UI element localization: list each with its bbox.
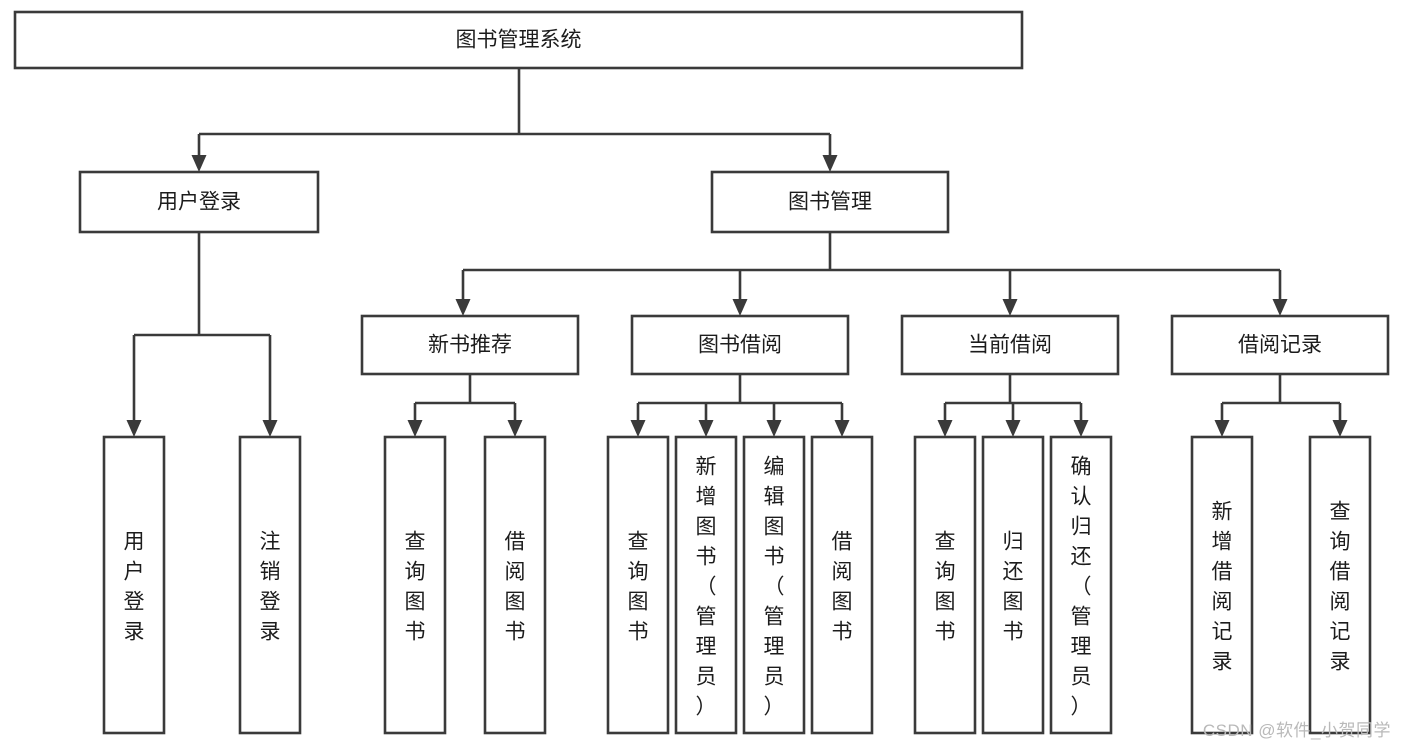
node-leaf-return-book[interactable]: 归还图书 (981, 435, 1045, 735)
node-label-leaf-query-borrow-record: 查询借阅记录 (1330, 500, 1351, 673)
node-box-borrow-record[interactable] (1170, 314, 1390, 376)
node-box-leaf-confirm-return-admin[interactable] (1049, 435, 1113, 735)
node-current-borrow[interactable]: 当前借阅 (900, 314, 1120, 376)
node-leaf-edit-book-admin[interactable]: 编辑图书（管理员） (742, 435, 806, 735)
node-leaf-query-borrow-record[interactable]: 查询借阅记录 (1308, 435, 1372, 735)
arrow-down-icon (1214, 420, 1230, 437)
node-label-leaf-query-book-borrow: 查询图书 (628, 530, 649, 643)
node-leaf-query-book-borrow[interactable]: 查询图书 (606, 435, 670, 735)
node-label-book-borrow: 图书借阅 (698, 334, 782, 357)
arrow-down-icon (1005, 420, 1021, 437)
arrow-down-icon (937, 420, 953, 437)
node-user-login[interactable]: 用户登录 (78, 170, 320, 234)
node-box-leaf-edit-book-admin[interactable] (742, 435, 806, 735)
node-label-leaf-borrow-book-recommend: 借阅图书 (505, 530, 526, 643)
node-leaf-query-book-current[interactable]: 查询图书 (913, 435, 977, 735)
node-leaf-add-borrow-record[interactable]: 新增借阅记录 (1190, 435, 1254, 735)
connector-group-userlogin_to_leaves (126, 232, 278, 437)
node-book-manage[interactable]: 图书管理 (710, 170, 950, 234)
node-box-leaf-query-borrow-record[interactable] (1308, 435, 1372, 735)
arrow-down-icon (1073, 420, 1089, 437)
arrow-down-icon (1002, 299, 1018, 316)
connector-group-borrow_to_leaves (630, 374, 850, 437)
connector-group-current_to_leaves (937, 374, 1089, 437)
node-label-borrow-record: 借阅记录 (1238, 334, 1322, 357)
node-box-root[interactable] (13, 10, 1024, 70)
node-label-leaf-query-book-recommend: 查询图书 (405, 530, 426, 643)
node-borrow-record[interactable]: 借阅记录 (1170, 314, 1390, 376)
node-box-book-borrow[interactable] (630, 314, 850, 376)
node-label-leaf-add-borrow-record: 新增借阅记录 (1212, 500, 1233, 673)
arrow-down-icon (507, 420, 523, 437)
arrow-down-icon (766, 420, 782, 437)
node-label-root: 图书管理系统 (456, 29, 582, 52)
arrow-down-icon (407, 420, 423, 437)
arrow-down-icon (262, 420, 278, 437)
node-leaf-borrow-book-recommend[interactable]: 借阅图书 (483, 435, 547, 735)
node-label-leaf-edit-book-admin: 编辑图书（管理员） (764, 455, 785, 718)
node-leaf-borrow-book[interactable]: 借阅图书 (810, 435, 874, 735)
connector-group-bookmanage_to_level2 (455, 232, 1288, 316)
node-leaf-query-book-recommend[interactable]: 查询图书 (383, 435, 447, 735)
node-label-leaf-borrow-book: 借阅图书 (832, 530, 853, 643)
arrow-down-icon (191, 155, 207, 172)
node-label-current-borrow: 当前借阅 (968, 334, 1052, 357)
arrow-down-icon (126, 420, 142, 437)
node-box-leaf-borrow-book-recommend[interactable] (483, 435, 547, 735)
node-box-leaf-return-book[interactable] (981, 435, 1045, 735)
node-label-leaf-return-book: 归还图书 (1003, 530, 1024, 643)
node-book-borrow[interactable]: 图书借阅 (630, 314, 850, 376)
arrow-down-icon (455, 299, 471, 316)
connector-group-recommend_to_leaves (407, 374, 523, 437)
node-box-leaf-query-book-current[interactable] (913, 435, 977, 735)
node-leaf-confirm-return-admin[interactable]: 确认归还（管理员） (1049, 435, 1113, 735)
node-label-leaf-confirm-return-admin: 确认归还（管理员） (1071, 455, 1092, 718)
arrow-down-icon (698, 420, 714, 437)
node-new-book-recommend[interactable]: 新书推荐 (360, 314, 580, 376)
node-box-leaf-add-book-admin[interactable] (674, 435, 738, 735)
node-label-leaf-logout-login: 注销登录 (260, 530, 281, 643)
node-root[interactable]: 图书管理系统 (13, 10, 1024, 70)
node-box-leaf-query-book-recommend[interactable] (383, 435, 447, 735)
node-leaf-add-book-admin[interactable]: 新增图书（管理员） (674, 435, 738, 735)
arrow-down-icon (732, 299, 748, 316)
node-box-leaf-borrow-book[interactable] (810, 435, 874, 735)
arrow-down-icon (1332, 420, 1348, 437)
node-label-book-manage: 图书管理 (788, 191, 872, 214)
arrow-down-icon (630, 420, 646, 437)
node-label-new-book-recommend: 新书推荐 (428, 334, 512, 357)
arrow-down-icon (834, 420, 850, 437)
arrow-down-icon (1272, 299, 1288, 316)
node-box-leaf-add-borrow-record[interactable] (1190, 435, 1254, 735)
node-label-leaf-query-book-current: 查询图书 (935, 530, 956, 643)
node-box-leaf-query-book-borrow[interactable] (606, 435, 670, 735)
connector-group-record_to_leaves (1214, 374, 1348, 437)
node-box-user-login[interactable] (78, 170, 320, 234)
node-box-leaf-user-login[interactable] (102, 435, 166, 735)
node-box-leaf-logout-login[interactable] (238, 435, 302, 735)
node-label-leaf-add-book-admin: 新增图书（管理员） (696, 455, 717, 718)
node-box-new-book-recommend[interactable] (360, 314, 580, 376)
arrow-down-icon (822, 155, 838, 172)
node-leaf-logout-login[interactable]: 注销登录 (238, 435, 302, 735)
node-label-leaf-user-login: 用户登录 (124, 530, 145, 643)
node-label-user-login: 用户登录 (157, 191, 241, 214)
node-box-current-borrow[interactable] (900, 314, 1120, 376)
node-leaf-user-login[interactable]: 用户登录 (102, 435, 166, 735)
connector-group-root_to_level1 (191, 68, 838, 172)
node-box-book-manage[interactable] (710, 170, 950, 234)
